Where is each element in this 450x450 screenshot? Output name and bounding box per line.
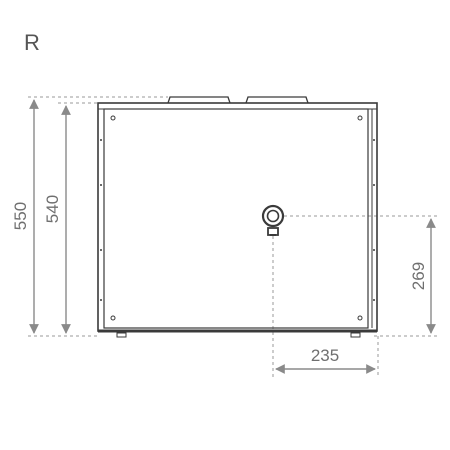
outer-casing	[97, 102, 378, 332]
screw-bottom-left	[110, 315, 116, 321]
outlet-connector	[261, 204, 285, 236]
outlet-outer-ring	[261, 204, 285, 228]
right-dot	[373, 249, 375, 251]
left-dot	[100, 139, 102, 141]
screw-top-left	[110, 115, 116, 121]
right-dot	[373, 184, 375, 186]
left-dot	[100, 299, 102, 301]
body-height-text: 540	[43, 195, 62, 223]
top-handle-right	[245, 96, 309, 104]
overall-height-text: 550	[11, 202, 30, 230]
outlet-fitting	[267, 227, 279, 236]
screws	[110, 115, 363, 321]
unit-outline	[97, 96, 378, 338]
screw-top-right	[357, 115, 363, 121]
dimension-lines	[29, 99, 436, 374]
left-dot	[100, 249, 102, 251]
top-handle-left	[167, 96, 231, 104]
left-dot	[100, 184, 102, 186]
front-panel	[103, 108, 369, 329]
screw-bottom-right	[357, 315, 363, 321]
right-dot	[373, 299, 375, 301]
outlet-offset-text: 235	[311, 346, 339, 365]
right-dot	[373, 139, 375, 141]
outlet-height-text: 269	[409, 262, 428, 290]
left-foot	[116, 332, 127, 338]
extension-lines	[28, 96, 440, 378]
side-dots	[100, 139, 375, 301]
right-foot	[350, 332, 361, 338]
view-label: R	[24, 30, 40, 55]
outlet-inner-ring	[266, 209, 280, 223]
